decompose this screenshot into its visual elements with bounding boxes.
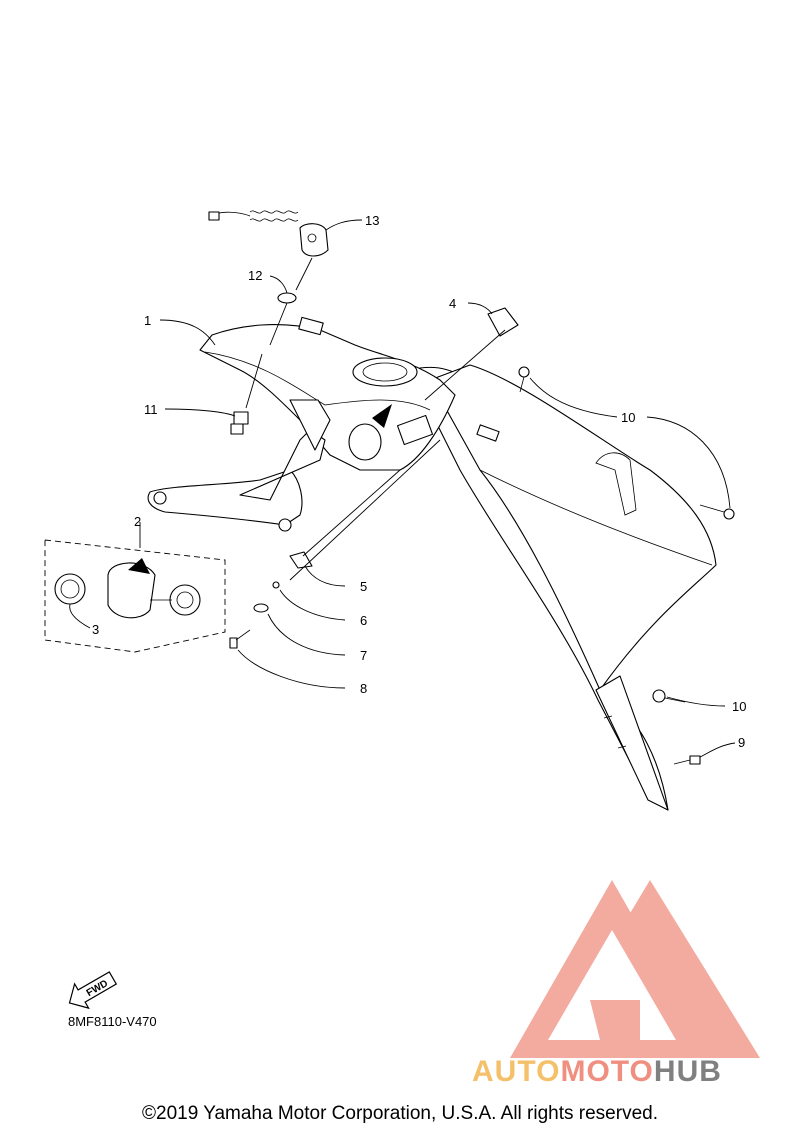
- callout-2: 2: [134, 514, 141, 529]
- callout-3: 3: [92, 622, 99, 637]
- bracket-part-5: [289, 551, 313, 569]
- diagram-code: 8MF8110-V470: [68, 1014, 157, 1029]
- callout-13: 13: [365, 213, 379, 228]
- grommet-part: [277, 292, 297, 304]
- callout-4: 4: [449, 296, 456, 311]
- clip-lower: [652, 689, 686, 703]
- watermark-auto: AUTO: [472, 1055, 561, 1088]
- clip-upper-left: [518, 366, 530, 393]
- watermark-text: AUTOMOTOHUB: [472, 1055, 722, 1089]
- screw-part-9: [673, 755, 701, 765]
- copyright-notice: ©2019 Yamaha Motor Corporation, U.S.A. A…: [142, 1103, 658, 1124]
- callout-8: 8: [360, 681, 367, 696]
- leader-lines: [69, 219, 736, 758]
- fwd-label: FWD: [85, 978, 110, 999]
- key-lock-cable: [208, 210, 329, 257]
- callout-9: 9: [738, 735, 745, 750]
- callout-11: 11: [144, 402, 158, 417]
- fwd-arrow-icon: FWD: [68, 971, 118, 1010]
- cap-part: [487, 307, 519, 337]
- callout-12: 12: [248, 268, 262, 283]
- socket-group: [44, 539, 226, 653]
- callout-5: 5: [360, 579, 367, 594]
- watermark-hub: HUB: [653, 1055, 722, 1088]
- callout-7: 7: [360, 648, 367, 663]
- connector-part: [230, 411, 249, 435]
- collar-part-7: [253, 603, 269, 613]
- callout-1: 1: [144, 313, 151, 328]
- washer-part-6: [272, 581, 280, 589]
- watermark-moto: MOTO: [560, 1055, 654, 1088]
- callout-10-lower: 10: [732, 699, 746, 714]
- rear-fender-assembly: [147, 316, 717, 811]
- bolt-part-8: [229, 629, 251, 649]
- callout-6: 6: [360, 613, 367, 628]
- clip-upper-right: [699, 504, 735, 520]
- watermark-logo-icon: [510, 880, 760, 1058]
- callout-10-upper: 10: [621, 410, 635, 425]
